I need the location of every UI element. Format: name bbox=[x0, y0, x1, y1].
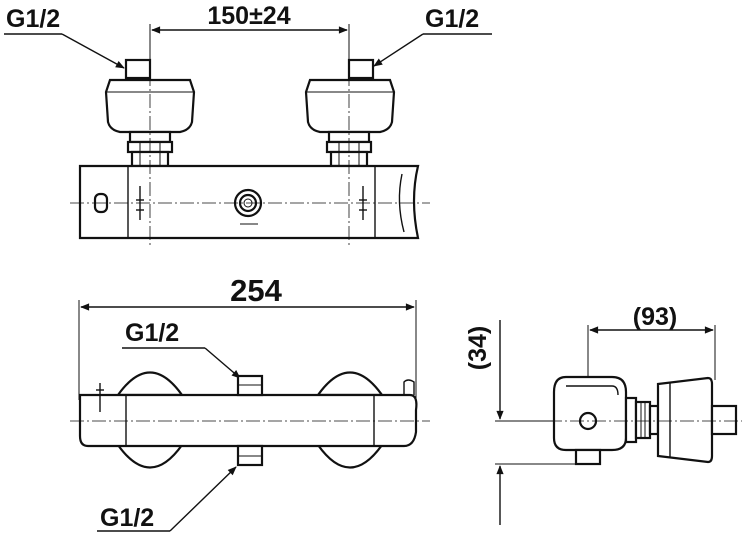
mixer-body-front bbox=[78, 164, 420, 240]
thread-label-plan-top: G1/2 bbox=[125, 319, 179, 347]
mixer-body-plan bbox=[78, 393, 418, 448]
right-handle-top bbox=[315, 371, 385, 397]
left-handle-bottom bbox=[115, 443, 185, 469]
side-view: (93) (34) bbox=[464, 303, 742, 525]
height-dimension-label: (34) bbox=[464, 326, 492, 370]
right-inlet-fitting bbox=[304, 58, 396, 168]
left-handle-top bbox=[115, 371, 185, 397]
thread-label-plan-bottom: G1/2 bbox=[100, 504, 154, 532]
depth-dimension-label: (93) bbox=[633, 303, 677, 331]
side-inlet-cone bbox=[656, 376, 714, 464]
leader-arrow-plan-bottom bbox=[169, 466, 237, 532]
spacing-dimension-label: 150±24 bbox=[207, 2, 290, 30]
leader-arrow-top-right bbox=[373, 33, 424, 67]
side-bottom-nipple bbox=[574, 448, 602, 466]
leader-arrow-plan-top bbox=[204, 347, 241, 379]
side-inlet-nipple bbox=[710, 404, 738, 436]
thread-label-top-left: G1/2 bbox=[6, 5, 60, 33]
thread-label-top-right: G1/2 bbox=[425, 5, 479, 33]
plan-view: 254 G1/2 G1/2 bbox=[70, 273, 430, 532]
front-view: 150±24 G1/2 G1/2 bbox=[4, 2, 492, 245]
length-dimension-label: 254 bbox=[230, 273, 282, 308]
leader-arrow-top-left bbox=[61, 33, 125, 69]
right-handle-bottom bbox=[315, 443, 385, 469]
